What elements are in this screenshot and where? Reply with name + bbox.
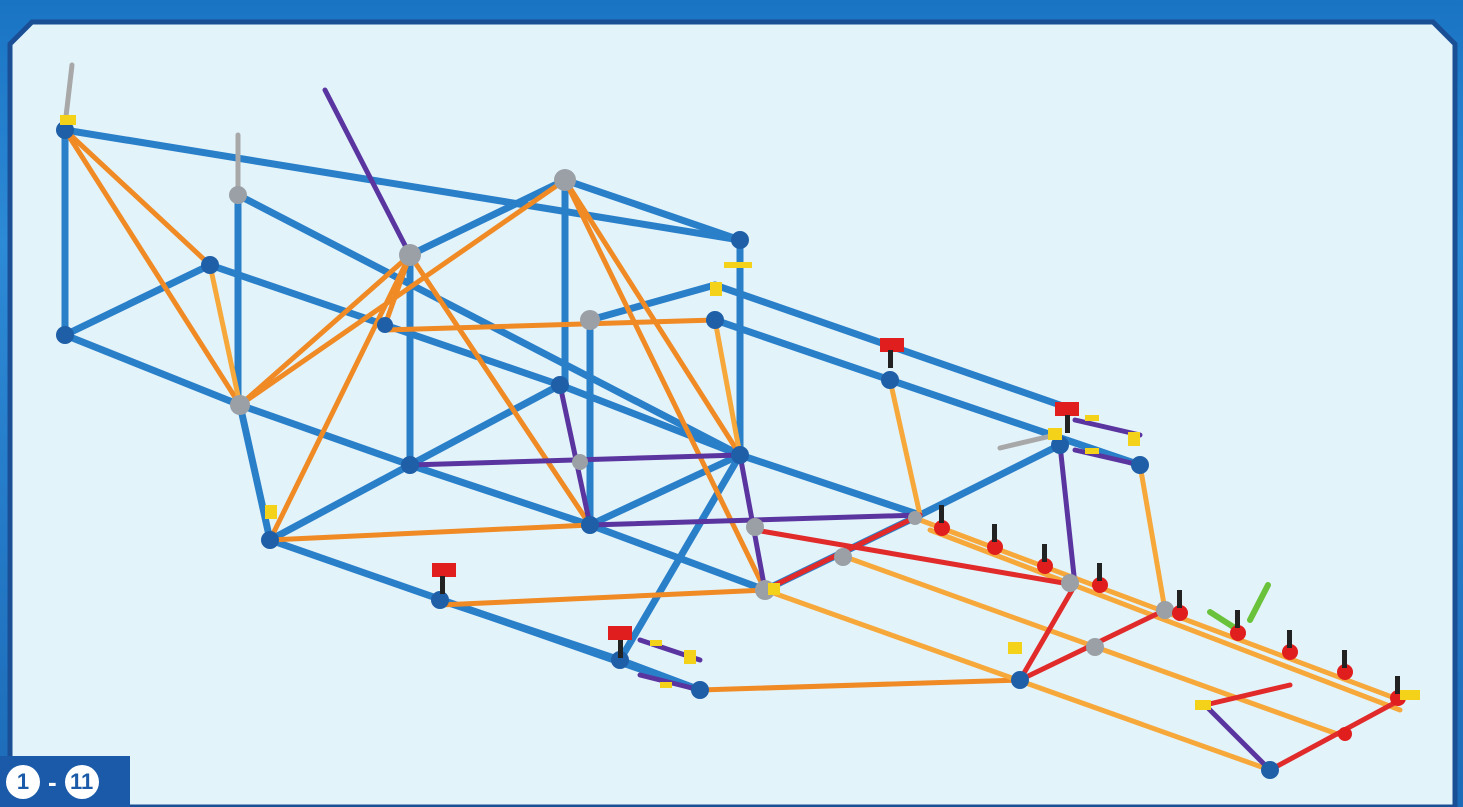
step-separator: -: [48, 766, 57, 797]
step-end-number: 11: [64, 764, 99, 799]
step-start-number: 1: [6, 764, 40, 799]
orange-rods: [62, 127, 1023, 693]
step-range-badge: 1 - 11: [0, 756, 130, 807]
green-rods: [1207, 582, 1271, 631]
connectors: [56, 115, 1420, 779]
